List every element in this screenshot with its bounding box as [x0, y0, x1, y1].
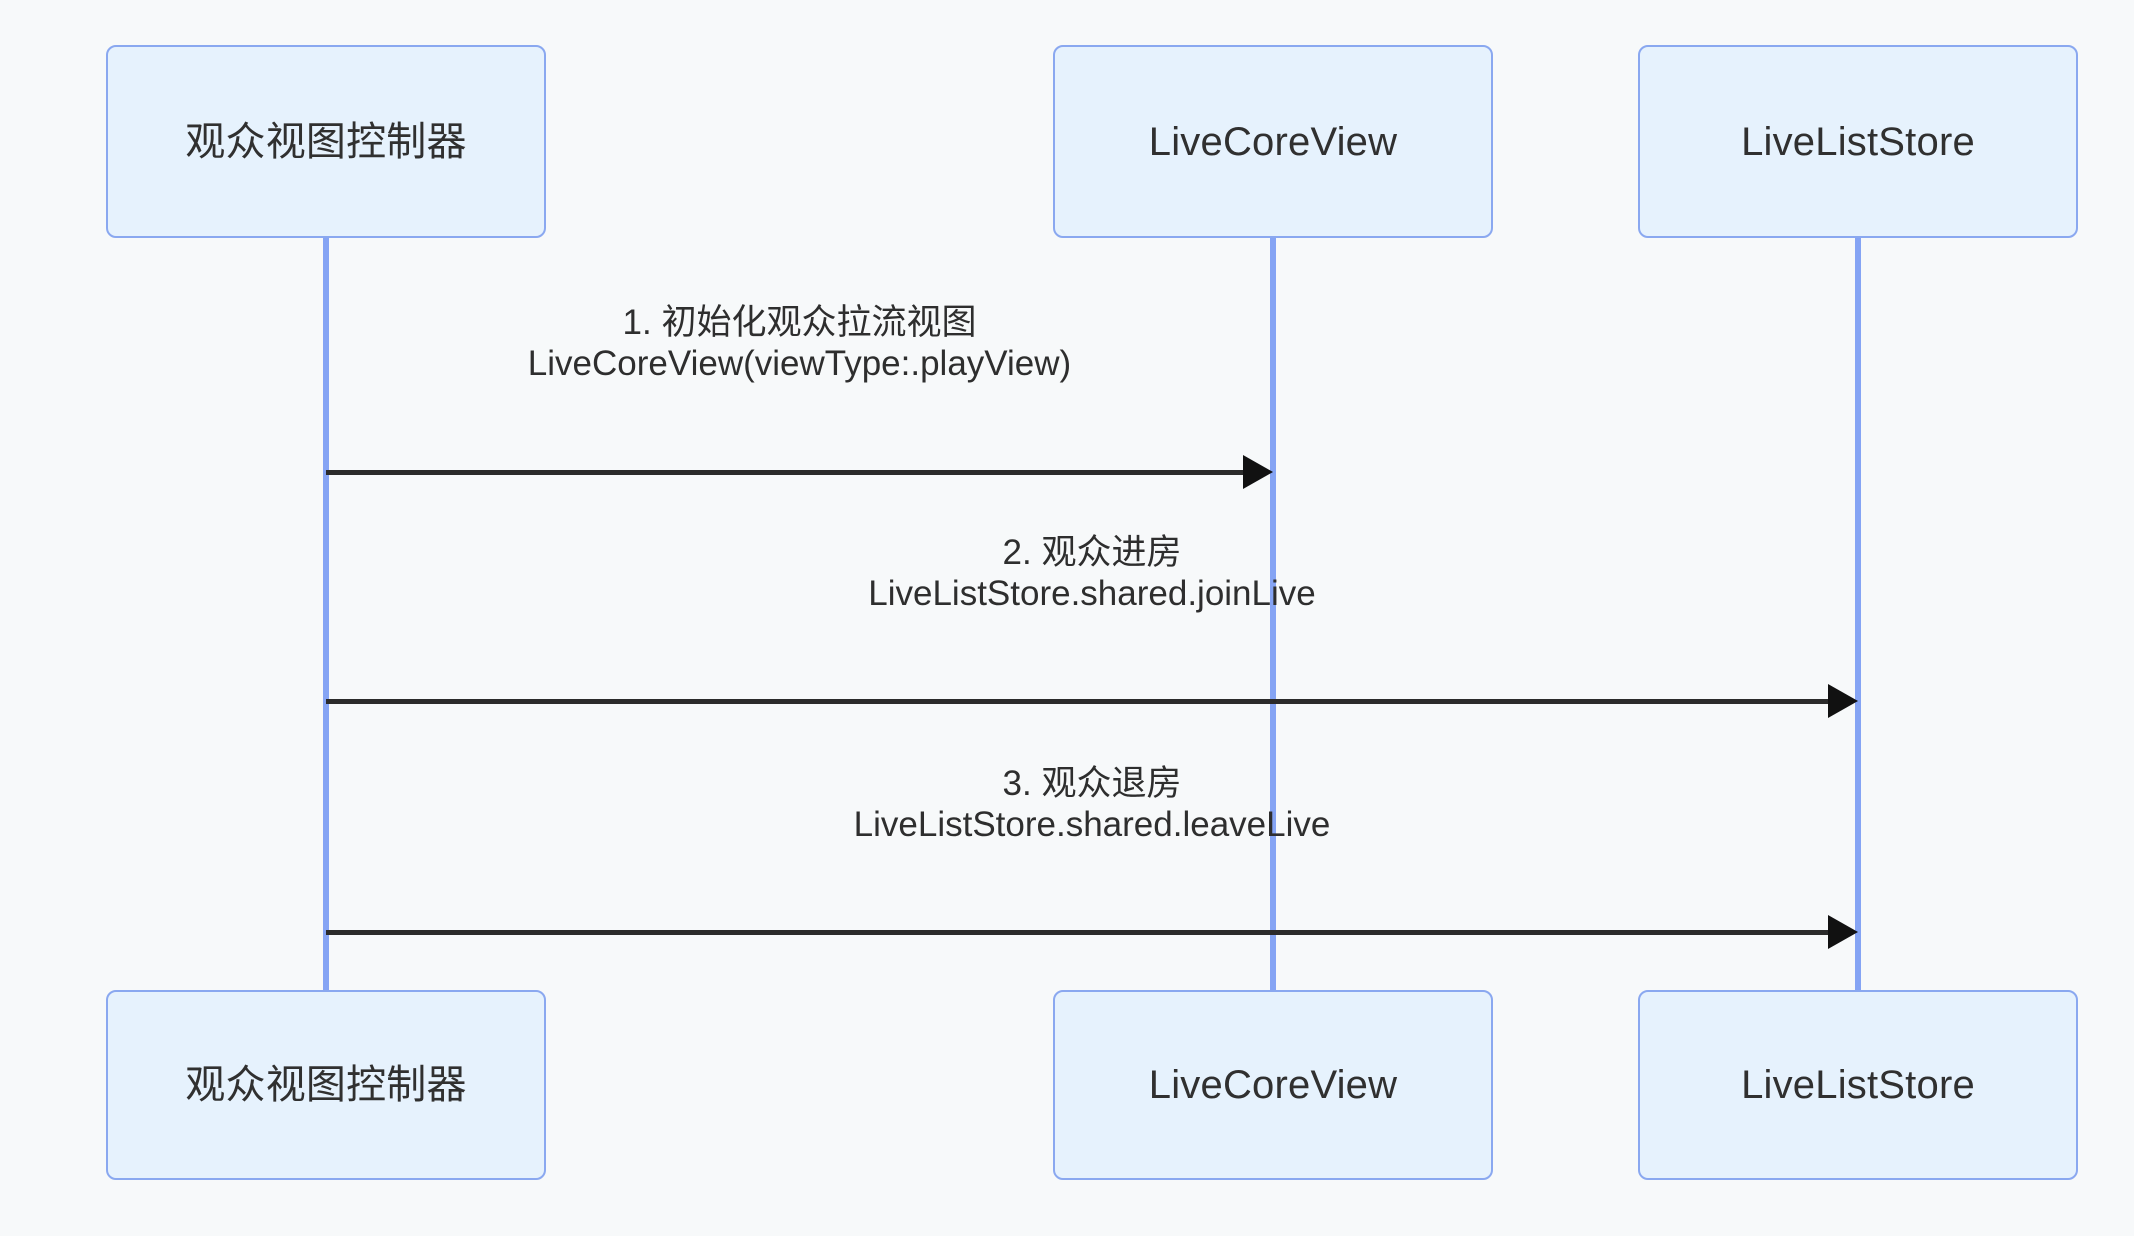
participant-label-live-list-store-bottom: LiveListStore	[1741, 1063, 1975, 1107]
message-3-title: 3. 观众退房	[1002, 764, 1182, 803]
message-2-label: 2. 观众进房 LiveListStore.shared.joinLive	[326, 532, 1858, 615]
participant-box-audience-view-controller-top[interactable]: 观众视图控制器	[106, 45, 546, 238]
message-1-line	[326, 470, 1246, 475]
lifeline-live-list-store	[1855, 238, 1861, 992]
message-3-line	[326, 930, 1831, 935]
message-1-title: 1. 初始化观众拉流视图	[622, 303, 977, 342]
participant-label-audience-view-controller-top: 观众视图控制器	[185, 119, 467, 164]
message-3-detail: LiveListStore.shared.leaveLive	[853, 805, 1331, 845]
message-1-label: 1. 初始化观众拉流视图 LiveCoreView(viewType:.play…	[326, 302, 1273, 385]
message-2-line	[326, 699, 1831, 704]
participant-label-live-list-store-top: LiveListStore	[1741, 119, 1975, 164]
message-1-detail: LiveCoreView(viewType:.playView)	[527, 344, 1072, 384]
message-2-title: 2. 观众进房	[1002, 533, 1182, 572]
participant-label-live-core-view-top: LiveCoreView	[1148, 119, 1398, 164]
participant-label-audience-view-controller-bottom: 观众视图控制器	[185, 1063, 467, 1107]
participant-box-live-core-view-top[interactable]: LiveCoreView	[1053, 45, 1493, 238]
message-1-arrowhead-icon	[1243, 455, 1273, 489]
lifeline-live-core-view	[1270, 238, 1276, 992]
participant-box-live-core-view-bottom[interactable]: LiveCoreView	[1053, 990, 1493, 1180]
participant-box-live-list-store-top[interactable]: LiveListStore	[1638, 45, 2078, 238]
participant-box-live-list-store-bottom[interactable]: LiveListStore	[1638, 990, 2078, 1180]
message-3-arrowhead-icon	[1828, 915, 1858, 949]
message-3-label: 3. 观众退房 LiveListStore.shared.leaveLive	[326, 763, 1858, 846]
message-2-detail: LiveListStore.shared.joinLive	[868, 574, 1316, 614]
participant-box-audience-view-controller-bottom[interactable]: 观众视图控制器	[106, 990, 546, 1180]
lifeline-audience-view-controller	[323, 238, 329, 992]
message-2-arrowhead-icon	[1828, 684, 1858, 718]
participant-label-live-core-view-bottom: LiveCoreView	[1148, 1063, 1398, 1107]
